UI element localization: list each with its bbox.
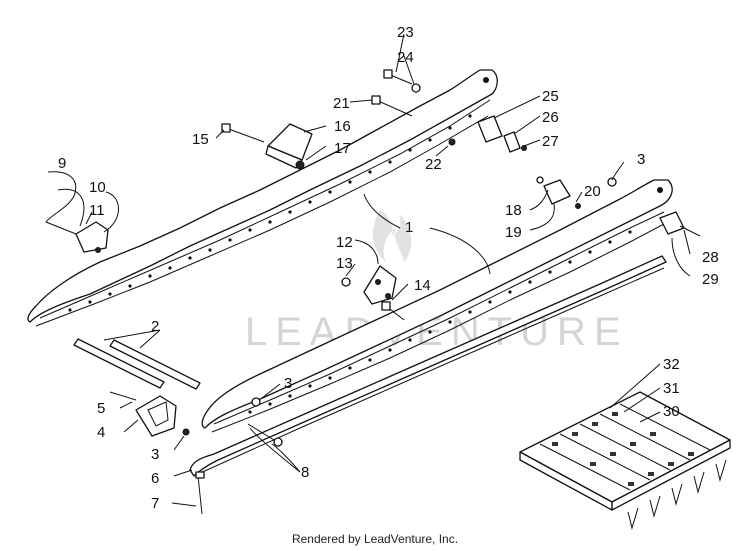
center-bracket	[363, 265, 397, 305]
cross-shafts	[73, 338, 201, 390]
right-stopper	[543, 179, 701, 237]
callout-3-left: 3	[151, 446, 159, 463]
callout-28: 28	[702, 249, 719, 266]
callout-7: 7	[151, 495, 159, 512]
callout-8: 8	[301, 464, 309, 481]
right-rail-holes	[248, 187, 663, 414]
left-slide-rail	[27, 69, 498, 327]
callout-24: 24	[397, 49, 414, 66]
callout-3-right: 3	[637, 151, 645, 168]
callout-31: 31	[663, 380, 680, 397]
callout-2: 2	[151, 318, 159, 335]
callout-16: 16	[334, 118, 351, 135]
callout-12: 12	[336, 234, 353, 251]
bolts	[195, 69, 617, 515]
callout-15: 15	[192, 131, 209, 148]
callout-14: 14	[414, 277, 431, 294]
front-bumper	[109, 391, 190, 437]
left-rail-holes	[68, 77, 489, 312]
track-section	[519, 391, 731, 530]
callout-3-center: 3	[284, 375, 292, 392]
callout-11: 11	[89, 202, 105, 219]
callout-20: 20	[584, 183, 601, 200]
callout-25: 25	[542, 88, 559, 105]
callout-5: 5	[97, 400, 105, 417]
callout-1: 1	[405, 219, 413, 236]
callout-labels: 1 2 3 3 3 4 5 6 7 8 9 10 11 12 13 14 15 …	[58, 24, 719, 512]
right-slide-rail	[201, 179, 673, 433]
callout-30: 30	[663, 403, 680, 420]
callout-22: 22	[425, 156, 442, 173]
callout-27: 27	[542, 133, 559, 150]
callout-18: 18	[505, 202, 522, 219]
callout-17: 17	[334, 140, 351, 157]
callout-10: 10	[89, 179, 106, 196]
left-stopper	[45, 221, 109, 253]
callout-23: 23	[397, 24, 414, 41]
bumper-block	[265, 123, 313, 170]
callout-29: 29	[702, 271, 719, 288]
callout-9: 9	[58, 155, 66, 172]
callout-4: 4	[97, 424, 105, 441]
callout-32: 32	[663, 356, 680, 373]
callout-6: 6	[151, 470, 159, 487]
callout-19: 19	[505, 224, 522, 241]
leader-lines	[45, 33, 691, 507]
footer-credit: Rendered by LeadVenture, Inc.	[291, 532, 459, 546]
callout-26: 26	[542, 109, 559, 126]
wear-strip	[189, 255, 667, 477]
callout-21: 21	[333, 95, 350, 112]
callout-13: 13	[336, 255, 353, 272]
rear-spacer	[448, 115, 527, 153]
